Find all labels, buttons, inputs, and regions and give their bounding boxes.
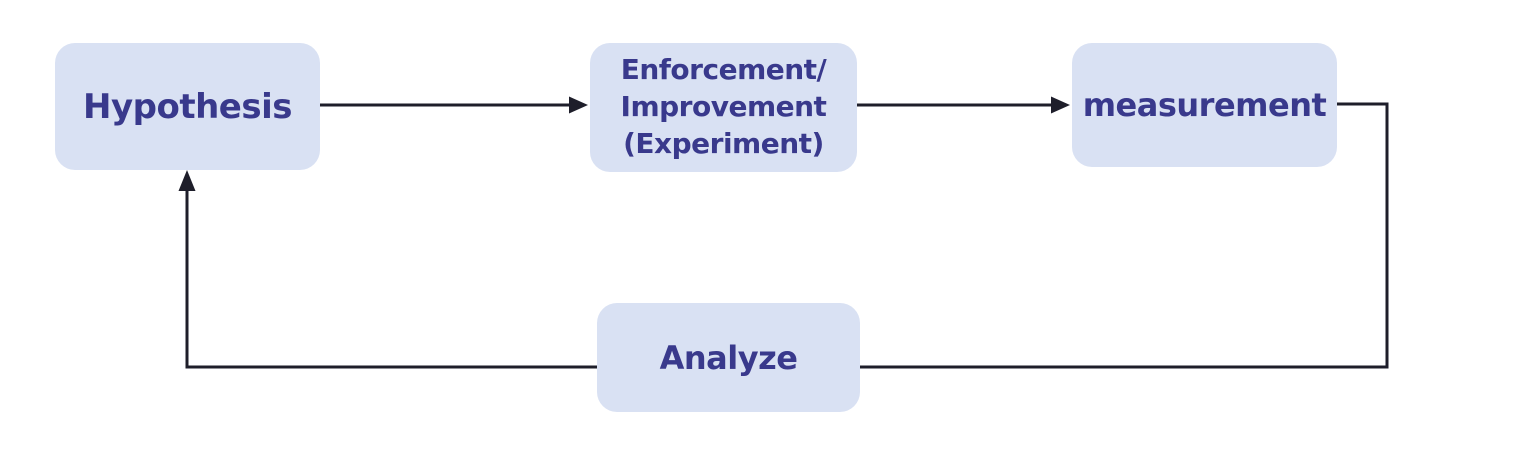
- node-hypothesis: Hypothesis: [55, 43, 320, 170]
- node-measurement: measurement: [1072, 43, 1337, 167]
- arrowhead-right-icon: [1051, 96, 1070, 114]
- edge-analyze-to-hypothesis: [185, 188, 597, 369]
- edge-measurement-to-analyze: [860, 102, 1389, 369]
- node-analyze: Analyze: [597, 303, 860, 412]
- arrowhead-up-icon: [178, 170, 196, 191]
- node-enforcement-improvement-experiment: Enforcement/ Improvement (Experiment): [590, 43, 857, 172]
- arrowhead-right-icon: [569, 96, 588, 114]
